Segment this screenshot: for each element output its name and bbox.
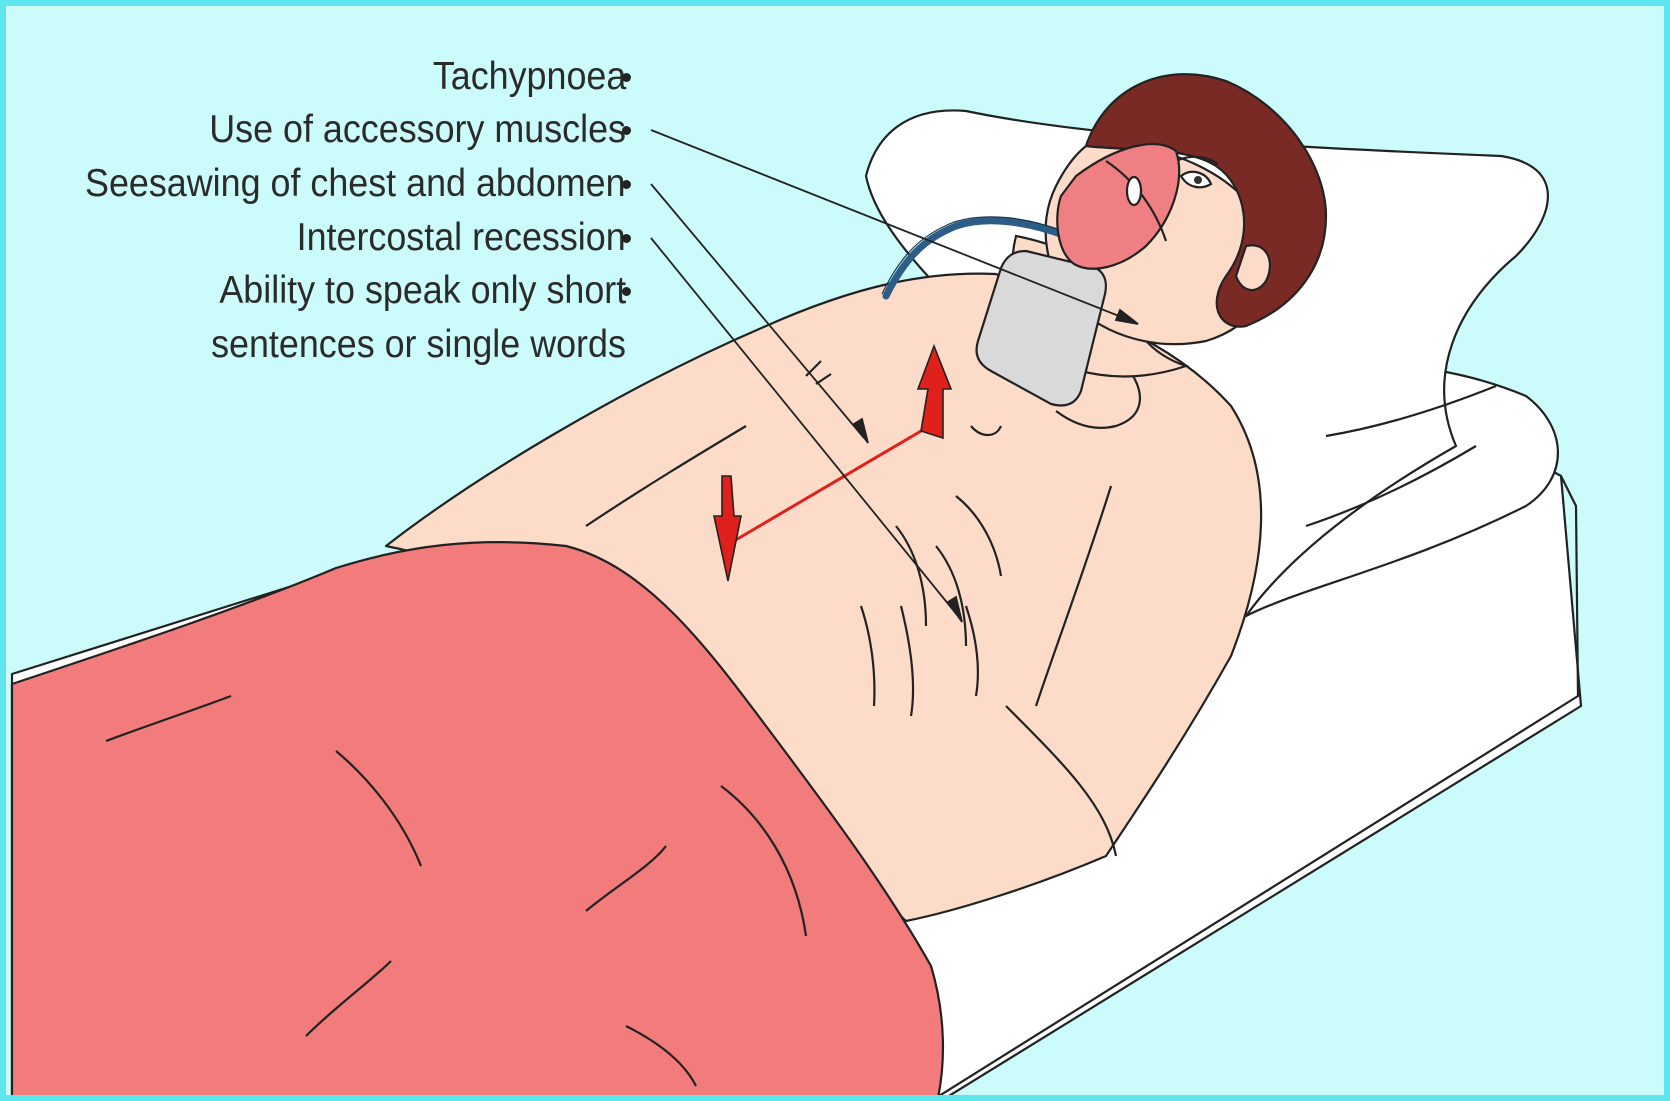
label-intercostal: Intercostal recession <box>297 212 626 264</box>
bullet-accessory-muscles <box>622 126 631 135</box>
label-seesawing: Seesawing of chest and abdomen <box>85 158 626 210</box>
label-accessory-muscles: Use of accessory muscles <box>209 104 626 156</box>
label-tachypnoea: Tachypnoea <box>432 51 626 103</box>
label-speech-line2: sentences or single words <box>211 319 626 371</box>
bullet-speech <box>622 287 631 296</box>
mask-vent <box>1127 177 1141 205</box>
bullet-seesawing <box>622 180 631 189</box>
bullet-intercostal <box>622 234 631 243</box>
bullet-tachypnoea <box>622 73 631 82</box>
label-speech-line1: Ability to speak only short <box>219 265 626 317</box>
pupil <box>1194 176 1202 184</box>
